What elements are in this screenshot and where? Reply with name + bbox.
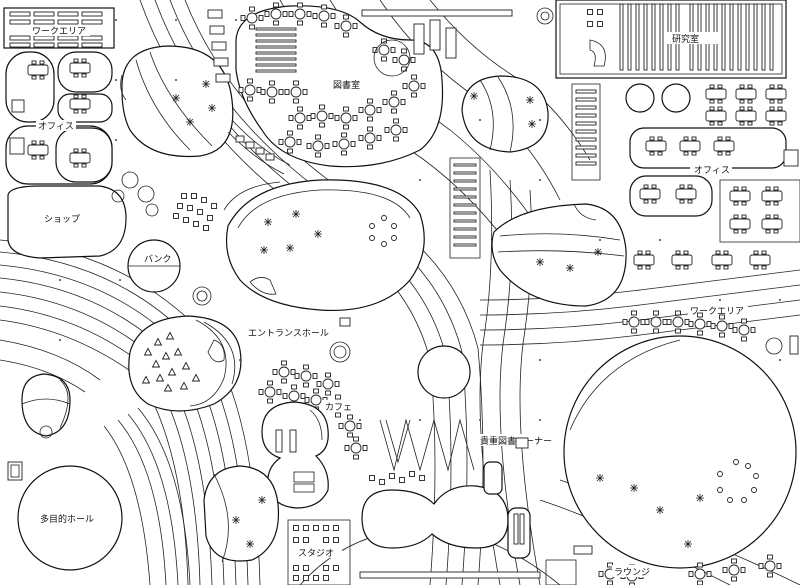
multipurpose-hall-label: 多目的ホール bbox=[40, 513, 94, 525]
service-pod bbox=[261, 401, 329, 509]
studio-area: スタジオ bbox=[287, 519, 351, 585]
library-shelves bbox=[255, 27, 297, 73]
library-label: 図書室 bbox=[333, 79, 360, 91]
cafe-label: カフェ bbox=[325, 402, 352, 413]
rare-books-corner: 貴重図書コーナー bbox=[478, 434, 560, 559]
office-right: オフィス bbox=[571, 83, 800, 270]
entrance-hall bbox=[223, 179, 425, 363]
stair-seating bbox=[207, 9, 291, 175]
shop-area: ショップ bbox=[7, 185, 127, 259]
lounge-label: ラウンジ bbox=[614, 567, 650, 578]
cafe-area: カフェ bbox=[258, 360, 368, 460]
central-bubbles bbox=[361, 345, 509, 549]
desk-rows bbox=[9, 11, 103, 48]
shop-label: ショップ bbox=[44, 214, 80, 225]
large-round-hall bbox=[563, 335, 797, 569]
work-area-right-label: ワークエリア bbox=[690, 306, 744, 317]
round-pod-left bbox=[21, 373, 71, 439]
column-grid bbox=[59, 19, 781, 421]
table-cluster-bottom bbox=[369, 471, 425, 485]
bank-label: バンク bbox=[144, 254, 171, 265]
office-right-label: オフィス bbox=[694, 165, 730, 176]
desk-cluster-diagonal bbox=[235, 135, 275, 161]
work-area-label: ワークエリア bbox=[32, 26, 86, 37]
shelf-column bbox=[449, 157, 481, 259]
bank-area: バンク bbox=[127, 239, 212, 306]
work-area-top-left: ワークエリア bbox=[3, 7, 115, 49]
multipurpose-hall: 多目的ホール bbox=[7, 407, 191, 585]
research-room-label: 研究室 bbox=[672, 33, 699, 45]
lounge-area: ラウンジ bbox=[359, 545, 782, 585]
office-pods-left: オフィス bbox=[5, 51, 113, 185]
table-cluster-left bbox=[111, 171, 217, 231]
library-area: 図書室 bbox=[235, 2, 554, 168]
triangle-pod bbox=[128, 315, 242, 412]
research-room: 研究室 bbox=[555, 0, 787, 79]
entrance-hall-label: エントランスホール bbox=[248, 328, 329, 339]
garden-pod-right bbox=[491, 203, 627, 307]
work-area-right: ワークエリア bbox=[622, 304, 799, 355]
studio-label: スタジオ bbox=[298, 548, 334, 559]
entrance-hall-label-group: エントランスホール bbox=[246, 326, 334, 339]
garden-pod-top-left bbox=[120, 45, 234, 158]
office-left-label: オフィス bbox=[38, 121, 74, 132]
garden-pod-top-right bbox=[413, 19, 549, 153]
hall-seating-arcs bbox=[103, 407, 191, 585]
garden-pod-bottom bbox=[203, 465, 280, 563]
